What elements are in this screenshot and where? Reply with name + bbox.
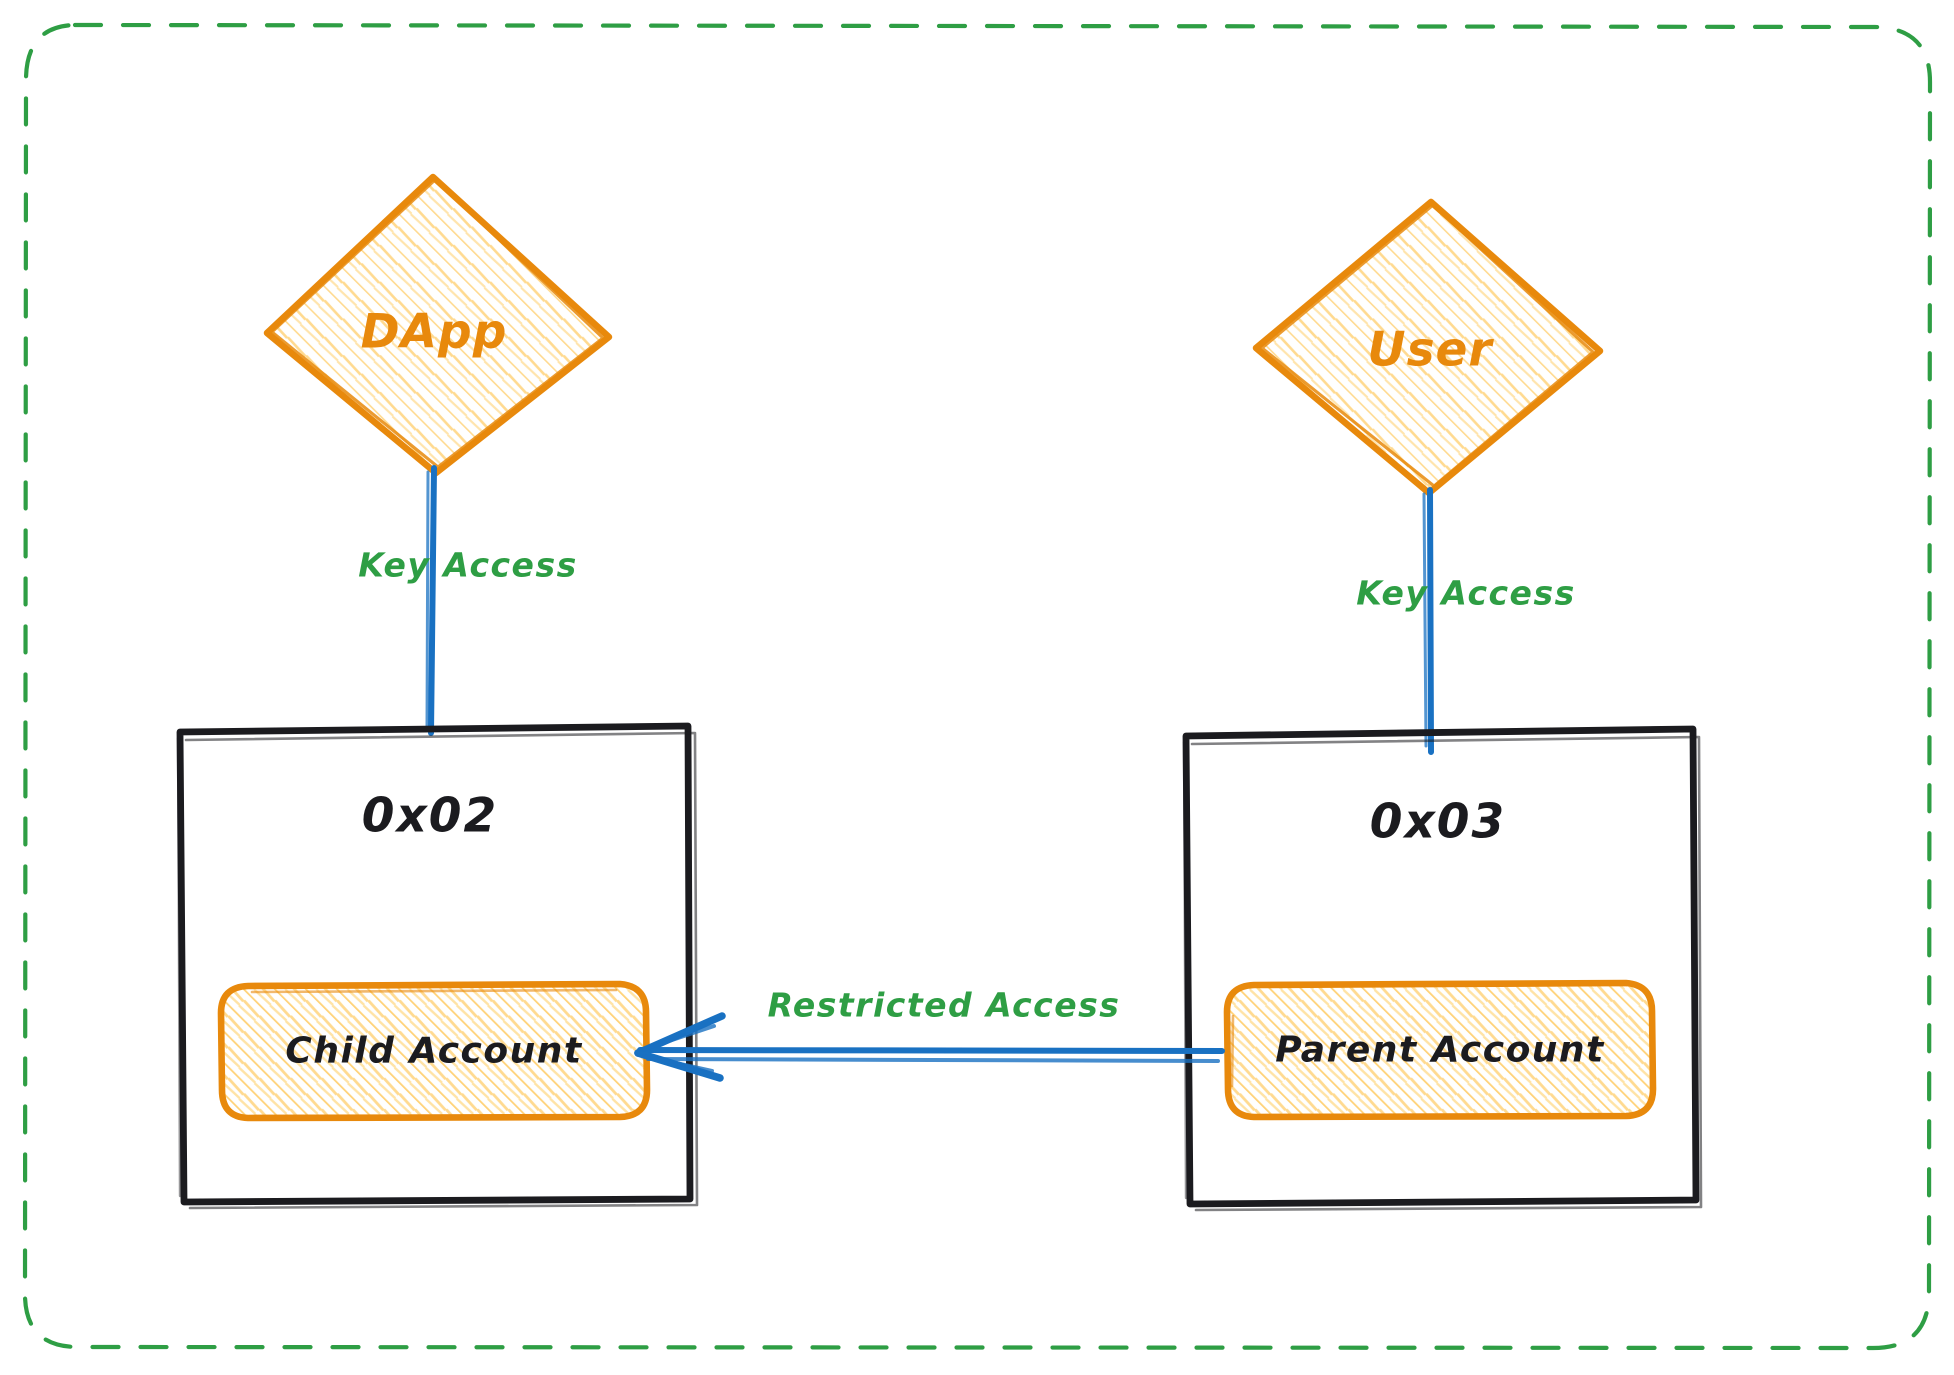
child-account-shape — [217, 980, 651, 1122]
user-label: User — [1367, 322, 1493, 378]
parent-account-shape — [1223, 979, 1657, 1121]
edge-dapp-to-0x02 — [425, 465, 437, 736]
account-box-0x03-label: 0x03 — [1369, 794, 1507, 850]
edge-label-key-access-dapp: Key Access — [358, 545, 578, 585]
edge-user-to-0x03 — [1422, 487, 1434, 755]
child-account-label: Child Account — [285, 1030, 583, 1072]
edge-label-restricted-access: Restricted Access — [767, 985, 1121, 1025]
edge-parent-to-child — [634, 1012, 1225, 1082]
outer-frame — [22, 22, 1933, 1351]
dapp-label: DApp — [360, 304, 508, 360]
parent-account-label: Parent Account — [1275, 1029, 1605, 1071]
edge-label-key-access-user: Key Access — [1356, 573, 1576, 613]
account-box-0x02-label: 0x02 — [361, 788, 499, 844]
account-box-0x02-shape — [176, 722, 699, 1210]
